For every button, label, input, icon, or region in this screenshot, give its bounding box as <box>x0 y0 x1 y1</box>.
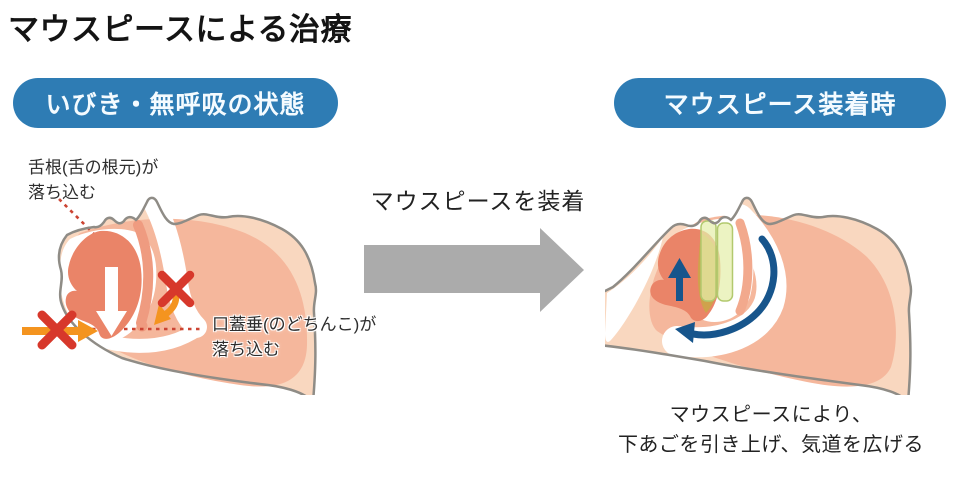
tongue-root-label: 舌根(舌の根元)が 落ち込む <box>28 156 158 205</box>
mouthpiece-front-tray <box>700 220 717 302</box>
tongue-root-label-line2: 落ち込む <box>28 182 96 202</box>
head-outline-stroke <box>605 196 913 395</box>
snore-state-badge: いびき・無呼吸の状態 <box>13 78 338 128</box>
mouthpiece-state-badge: マウスピース装着時 <box>614 78 946 128</box>
uvula-label-line2: 落ち込む <box>212 339 280 359</box>
tongue-drop-arrow-icon <box>96 267 127 336</box>
mouthpiece-back-tray <box>716 222 734 302</box>
result-caption-line1: マウスピースにより、 <box>669 404 873 426</box>
snore-head-diagram <box>22 195 318 395</box>
jaw-lift-arrow-icon <box>668 258 691 301</box>
result-caption: マウスピースにより、 下あごを引き上げ、気道を広げる <box>584 400 958 460</box>
uvula <box>136 320 148 332</box>
jaw-gap <box>605 237 663 342</box>
page-title: マウスピースによる治療 <box>8 12 353 47</box>
transition-right-arrow-shape <box>364 228 584 312</box>
throat-blocked-x-icon <box>157 270 195 308</box>
head-outline-stroke <box>57 196 318 395</box>
snore-state-badge-label: いびき・無呼吸の状態 <box>45 91 306 119</box>
tongue-root-label-line1: 舌根(舌の根元)が <box>28 158 159 177</box>
uvula-label-line1: 口蓋垂(のどちんこ)が <box>212 315 377 334</box>
soft-palate <box>735 218 753 316</box>
transition-label: マウスピースを装着 <box>370 188 586 214</box>
uvula-label: 口蓋垂(のどちんこ)が 落ち込む <box>212 313 376 362</box>
result-caption-line2: 下あごを引き上げ、気道を広げる <box>617 434 925 456</box>
blocked-x-icon <box>37 310 77 350</box>
mouthpiece <box>700 220 734 302</box>
soft-palate <box>133 220 154 328</box>
mouthpiece-state-badge-label: マウスピース装着時 <box>663 91 897 119</box>
transition-right-arrow-icon <box>364 228 584 312</box>
tongue-root-leader-line <box>58 198 100 240</box>
open-airway-arrow-icon <box>675 235 778 343</box>
mouthpiece-head-diagram <box>605 196 913 395</box>
